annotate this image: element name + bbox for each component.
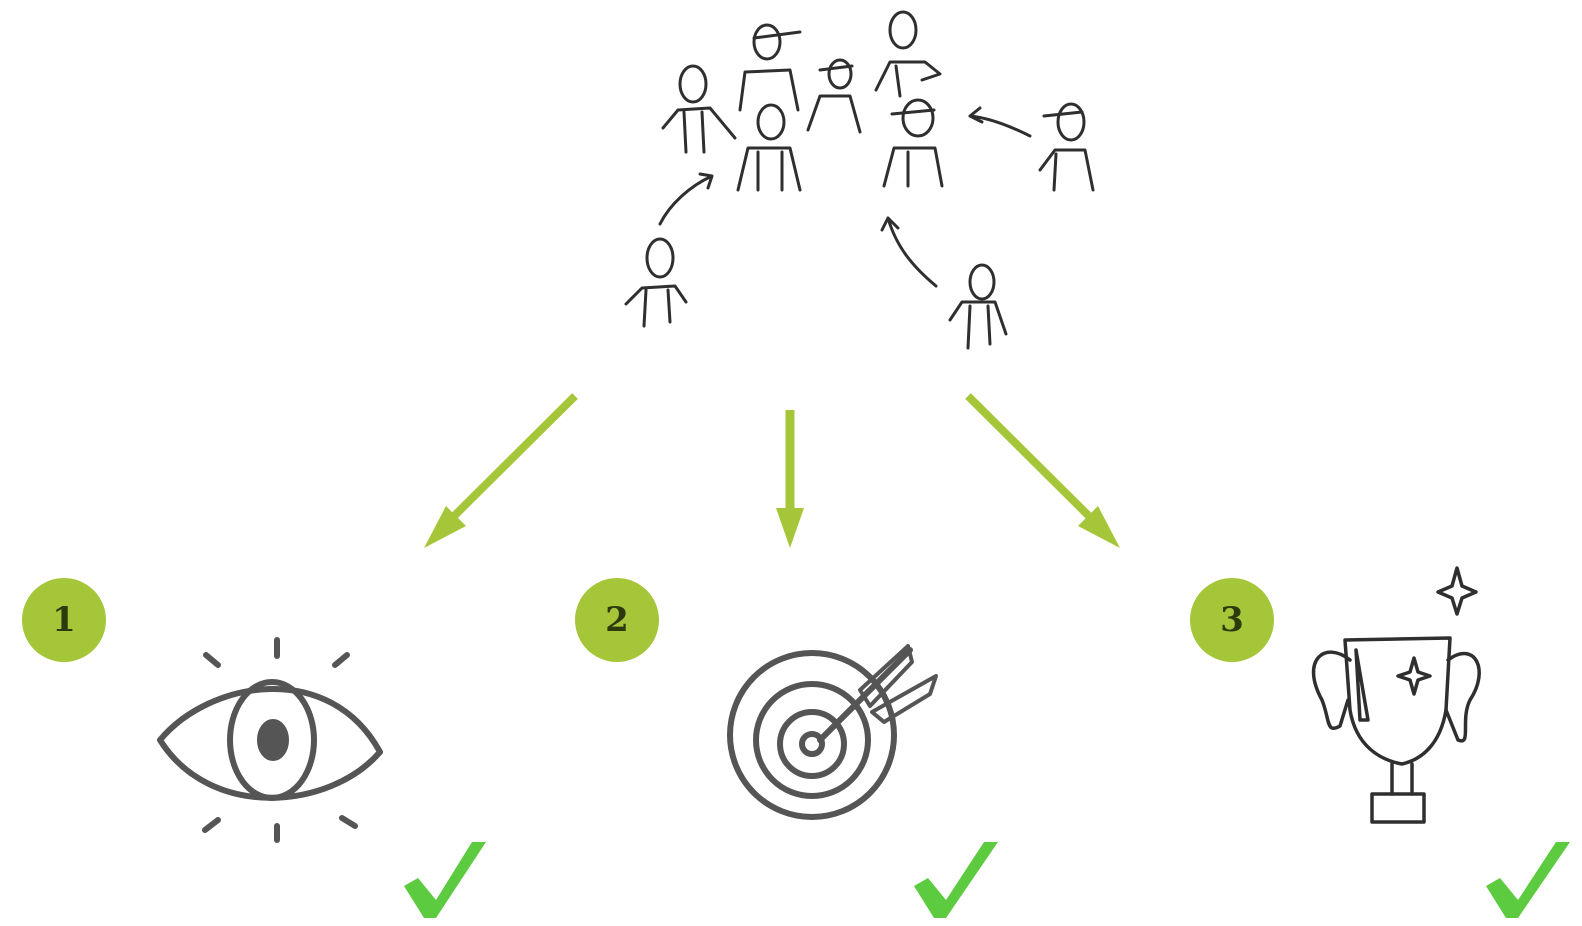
- flow-arrows: [424, 393, 1120, 548]
- checkmark-icon: [1486, 842, 1570, 918]
- step-2-badge: 2: [575, 578, 659, 662]
- checkmark-icon: [404, 842, 486, 918]
- person: [948, 263, 1008, 350]
- person: [882, 98, 944, 188]
- people-group: [624, 10, 1095, 350]
- person: [806, 58, 862, 134]
- step-1-number: 1: [52, 600, 76, 640]
- step-3-number: 3: [1220, 600, 1244, 640]
- eye-icon: [157, 637, 383, 843]
- step-2-number: 2: [605, 600, 629, 640]
- arrow-to-step-1: [424, 393, 578, 548]
- arrow: [658, 172, 714, 226]
- arrow: [968, 106, 1032, 138]
- target-icon: [727, 644, 938, 820]
- arrow-to-step-3: [965, 393, 1120, 548]
- person: [874, 10, 942, 98]
- arrow-to-step-2: [776, 410, 804, 548]
- step-1-badge: 1: [22, 578, 106, 662]
- person: [624, 237, 688, 328]
- checkmark-icon: [914, 842, 998, 918]
- person: [736, 103, 802, 192]
- person: [738, 23, 802, 112]
- person: [661, 64, 737, 154]
- person: [1038, 102, 1095, 192]
- step-3-badge: 3: [1190, 578, 1274, 662]
- trophy-icon: [1311, 566, 1481, 824]
- arrow: [880, 216, 938, 288]
